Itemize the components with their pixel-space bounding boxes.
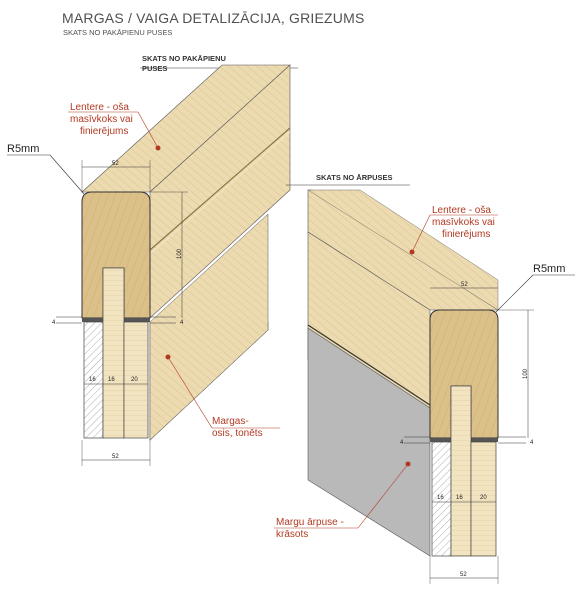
left-dim-layer-2: 16 — [108, 377, 115, 383]
left-dim-top: 52 — [112, 161, 119, 167]
right-dim-gap-2: 4 — [530, 440, 534, 446]
left-layer-3 — [123, 321, 149, 439]
right-stringer-note-1: Margu ārpuse - — [276, 517, 344, 528]
left-detail: SKATS NO PAKĀPIENU PUSES R5mm 52 100 — [7, 54, 298, 466]
right-dim-layer-3: 20 — [480, 495, 487, 501]
left-handrail-note-2: masīvkoks vai — [70, 114, 133, 125]
right-dim-gap-1: 4 — [400, 440, 404, 446]
left-view-label-2: PUSES — [142, 64, 167, 73]
right-handrail-note-3: finierējums — [442, 229, 490, 240]
right-handrail-note-1: Lentere - oša — [432, 205, 491, 216]
left-dim-gap-1: 4 — [52, 320, 56, 326]
left-radius-label: R5mm — [7, 143, 39, 155]
right-view-label: SKATS NO ĀRPUSES — [316, 173, 393, 182]
right-dim-layer-1: 16 — [437, 495, 444, 501]
left-layer-2 — [102, 267, 125, 439]
right-dim-top: 52 — [461, 282, 468, 288]
left-stringer-note-2: osis, tonēts — [212, 428, 263, 439]
left-dim-height: 100 — [177, 248, 183, 259]
page-title: MARGAS / VAIGA DETALIZĀCIJA, GRIEZUMS — [62, 10, 365, 26]
page-subtitle: SKATS NO PAKĀPIENU PUSES — [63, 28, 173, 37]
right-dim-height: 100 — [523, 368, 529, 379]
right-dim-layer-2: 16 — [456, 495, 463, 501]
left-dim-layer-1: 16 — [89, 377, 96, 383]
right-handrail-note-2: masīvkoks vai — [432, 217, 495, 228]
left-handrail-note-1: Lentere - oša — [70, 102, 129, 113]
left-view-label: SKATS NO PAKĀPIENU — [142, 54, 226, 63]
left-stringer-note-1: Margas- — [212, 416, 249, 427]
right-stringer-note-2: krāsots — [276, 529, 308, 540]
right-detail: SKATS NO ĀRPUSES R5mm 52 100 4 4 1 — [274, 173, 575, 584]
right-layer-2 — [450, 385, 472, 557]
right-layer-3 — [470, 441, 497, 557]
left-dim-gap-2: 4 — [180, 320, 184, 326]
right-dim-bottom: 52 — [460, 572, 467, 578]
left-dim-layer-3: 20 — [131, 377, 138, 383]
left-handrail-note-3: finierējums — [80, 126, 128, 137]
right-radius-label: R5mm — [533, 263, 565, 275]
left-dim-bottom: 52 — [112, 454, 119, 460]
